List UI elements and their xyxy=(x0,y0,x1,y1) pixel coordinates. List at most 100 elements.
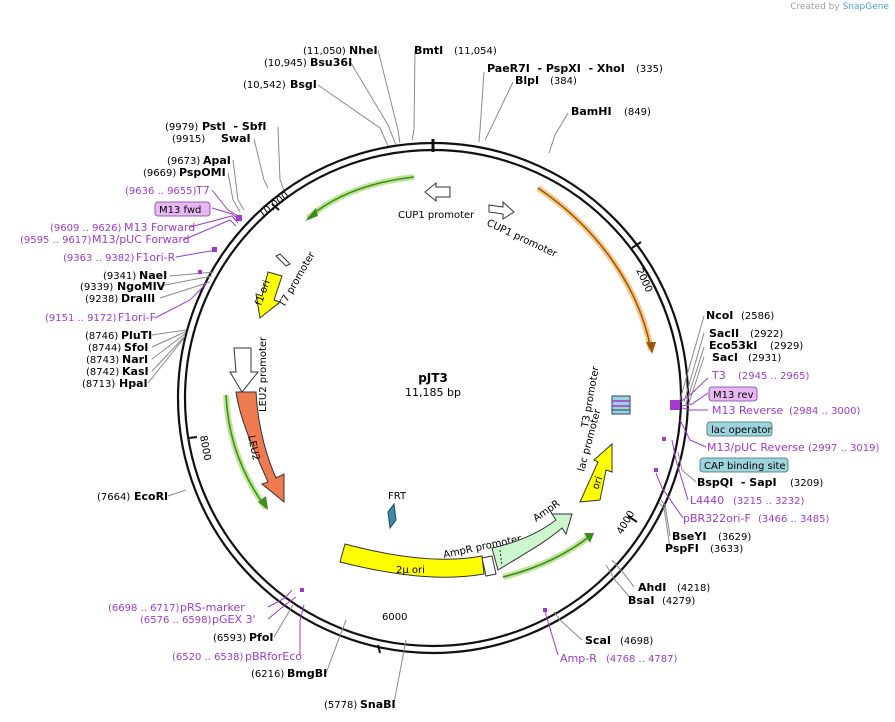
enzyme-pos: (4218) xyxy=(677,583,710,594)
tick-label: 6000 xyxy=(382,612,407,623)
orange-arc xyxy=(536,185,654,351)
primer-pos: (9151 .. 9172) xyxy=(45,313,117,324)
enzyme-pos: (8743) xyxy=(86,355,119,366)
feature-label: LEU2 promoter xyxy=(258,336,269,412)
plasmid-size: 11,185 bp xyxy=(405,386,461,399)
primer-labels: (9636 .. 9655) T7 M13 fwd (9609 .. 9626)… xyxy=(20,184,880,665)
enzyme-name: BamHI xyxy=(571,105,612,118)
tick-label: 10,000 xyxy=(257,190,291,220)
primer-name: pGEX 3' xyxy=(212,613,256,626)
enzyme-pos: (6593) xyxy=(213,633,246,644)
enzyme-pos: (8746) xyxy=(85,331,118,342)
primer-name: Amp-R xyxy=(560,652,597,665)
primer-pos: (2984 .. 3000) xyxy=(789,406,861,417)
cup1-arc-left-head xyxy=(305,208,318,221)
enzyme-name: BmgBI xyxy=(287,667,327,680)
primer-pos: (4768 .. 4787) xyxy=(606,654,678,665)
primer-name: T7 xyxy=(195,184,210,197)
primer-pos: (3215 .. 3232) xyxy=(733,496,805,507)
enzyme-pos: (3633) xyxy=(710,544,743,555)
enzyme-name: NcoI xyxy=(706,309,733,322)
enzyme-pos: (5778) xyxy=(324,700,357,711)
enzyme-name: ScaI xyxy=(585,634,611,647)
enzyme-name: KasI xyxy=(122,365,149,378)
enzyme-name: PaeR7I - PspXI - XhoI xyxy=(487,62,625,75)
primer-pos: (9636 .. 9655) xyxy=(125,186,197,197)
primer-pos: (9363 .. 9382) xyxy=(63,253,135,264)
enzyme-pos: (3209) xyxy=(790,478,823,489)
primer-name: pRS-marker xyxy=(180,601,245,614)
leu2-arc-head xyxy=(258,496,268,510)
enzyme-name: BseYI xyxy=(672,530,706,543)
enzyme-name: SwaI xyxy=(221,132,251,145)
primer-name: T3 xyxy=(711,369,726,382)
credit-prefix: Created by xyxy=(790,2,840,12)
primer-name: M13 Reverse xyxy=(712,404,783,417)
t7-promoter-mark xyxy=(275,253,291,267)
enzyme-name: SacII xyxy=(709,327,739,340)
primer-marks xyxy=(198,215,680,612)
enzyme-pos: (8742) xyxy=(86,367,119,378)
enzyme-pos: (2929) xyxy=(770,341,803,352)
enzyme-pos: (9979) xyxy=(165,122,198,133)
enzyme-labels-right: (11,050) NheI BmtI (11,054) (10,945) Bsu… xyxy=(243,44,823,647)
tick-label: 8000 xyxy=(197,435,212,462)
primer-name: M13 rev xyxy=(713,390,754,401)
ori-arrow xyxy=(579,442,613,503)
enzyme-pos: (2922) xyxy=(750,329,783,340)
primer-name: M13 fwd xyxy=(159,205,201,216)
enzyme-pos: (4698) xyxy=(620,636,653,647)
enzyme-pos: (9669) xyxy=(143,168,176,179)
primer-leader-lines xyxy=(154,189,709,656)
snapgene-credit: Created by SnapGene xyxy=(790,2,889,12)
primer-pos: (2997 .. 3019) xyxy=(808,443,880,454)
enzyme-name: HpaI xyxy=(119,377,148,390)
enzyme-name: PspFI xyxy=(665,542,699,555)
feature-name: CAP binding site xyxy=(704,461,786,472)
enzyme-name: PspOMI xyxy=(179,166,226,179)
feature-label: ori xyxy=(590,475,605,491)
primer-pos: (6520 .. 6538) xyxy=(172,652,244,663)
feature-label: FRT xyxy=(388,491,407,502)
primer-name: L4440 xyxy=(690,494,724,507)
enzyme-pos: (9238) xyxy=(85,294,118,305)
enzyme-name: DraIII xyxy=(121,292,155,305)
enzyme-name: Bsu36I xyxy=(310,56,352,69)
enzyme-name: BlpI xyxy=(515,74,539,87)
leu2-promoter-arrow xyxy=(229,347,260,393)
enzyme-leader-lines xyxy=(147,49,705,704)
enzyme-name: SfoI xyxy=(124,341,148,354)
enzyme-name: BsgI xyxy=(290,78,317,91)
enzyme-name: AhdI xyxy=(638,581,666,594)
enzyme-name: PfoI xyxy=(249,631,274,644)
primer-name: F1ori-R xyxy=(136,251,176,264)
enzyme-name: SnaBI xyxy=(360,698,396,711)
enzyme-pos: (4279) xyxy=(662,596,695,607)
enzyme-name: ApaI xyxy=(203,154,231,167)
primer-name: M13/pUC Reverse xyxy=(707,441,805,454)
enzyme-pos: (9915) xyxy=(172,134,205,145)
f1-ori-arrow xyxy=(255,271,283,319)
cup1-promoter-arrow-right xyxy=(488,200,515,220)
enzyme-pos: (9673) xyxy=(167,156,200,167)
2mu-ori-arrow xyxy=(339,543,485,578)
enzyme-pos: (6216) xyxy=(251,669,284,680)
enzyme-pos: (2586) xyxy=(741,311,774,322)
ampr-cds-arrow xyxy=(491,513,573,571)
feature-name: lac operator xyxy=(711,425,772,436)
snapgene-logo: SnapGene xyxy=(842,2,889,12)
enzyme-labels-left: (9979) PstI - SbfI (9915) SwaI (9673) Ap… xyxy=(80,120,396,711)
enzyme-name: BspQI - SapI xyxy=(697,476,777,489)
leu2-cds-arrow xyxy=(235,391,285,504)
feature-label: CUP1 promoter xyxy=(398,210,475,221)
feature-label: CUP1 promoter xyxy=(485,218,560,261)
enzyme-pos: (8744) xyxy=(88,343,121,354)
feature-box xyxy=(699,457,789,473)
enzyme-name: BmtI xyxy=(414,44,443,57)
enzyme-name: NheI xyxy=(349,44,378,57)
primer-box xyxy=(708,386,758,402)
enzyme-pos: (849) xyxy=(624,107,651,118)
primer-pos: (6576 .. 6598) xyxy=(140,615,212,626)
enzyme-pos: (7664) xyxy=(97,492,130,503)
